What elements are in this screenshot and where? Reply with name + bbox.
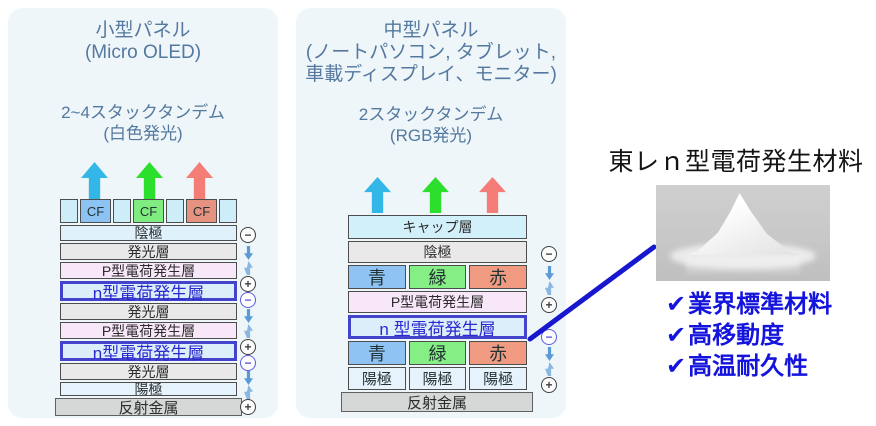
hole-up-arrow-icon <box>545 362 554 376</box>
material-title: 東レｎ型電荷発生材料 <box>608 148 864 176</box>
layer-emitting: 発光層 <box>60 243 237 260</box>
medium-panel-stack-info: 2スタックタンデム (RGB発光) <box>296 104 566 146</box>
green-emitter-cell: 緑 <box>408 265 467 289</box>
minus-charge-blue-icon: − <box>541 329 557 345</box>
feature-item: ✔ 業界標準材料 <box>666 289 832 320</box>
feature-item: ✔ 高温耐久性 <box>666 351 832 382</box>
red-emitter-cell: 赤 <box>469 341 528 365</box>
layer-p-cgl: P型電荷発生層 <box>348 291 527 313</box>
small-panel-title: 小型パネル <box>95 20 191 41</box>
feature-list: ✔ 業界標準材料 ✔ 高移動度 ✔ 高温耐久性 <box>666 289 832 382</box>
minus-charge-blue-icon: − <box>240 292 256 308</box>
check-icon: ✔ <box>666 322 687 349</box>
rgb-emitter-row: 青 緑 赤 <box>348 341 528 365</box>
medium-panel-header: 中型パネル (ノートパソコン, タブレット, 車載ディスプレイ、モニター) <box>296 20 566 86</box>
red-emitter-cell: 赤 <box>469 265 528 289</box>
small-panel-subtitle: (Micro OLED) <box>84 42 202 63</box>
minus-charge-icon: − <box>541 246 557 262</box>
layer-n-cgl: n 型電荷発生層 <box>348 315 527 339</box>
electron-down-arrow-icon <box>244 246 253 260</box>
cf-blue-cell: CF <box>80 199 111 223</box>
hole-up-arrow-icon <box>244 385 253 399</box>
medium-panel-subtitle-2: 車載ディスプレイ、モニター) <box>305 64 557 85</box>
layer-p-cgl: P型電荷発生層 <box>60 322 237 339</box>
hole-up-arrow-icon <box>244 324 253 338</box>
small-panel-stack-type: 2~4スタックタンデム <box>61 103 225 122</box>
rgb-emitter-row: 青 緑 赤 <box>348 265 528 289</box>
minus-charge-icon: − <box>240 227 256 243</box>
medium-panel-stack-type: 2スタックタンデム <box>358 105 504 124</box>
cf-green-cell: CF <box>133 199 164 223</box>
layer-cathode: 陰極 <box>60 225 237 241</box>
anode-cell: 陽極 <box>469 367 528 390</box>
layer-p-cgl: P型電荷発生層 <box>60 262 237 279</box>
anode-cell: 陽極 <box>408 367 467 390</box>
plus-charge-icon: + <box>240 339 256 355</box>
plus-charge-icon: + <box>541 297 557 313</box>
minus-charge-blue-icon: − <box>240 355 256 371</box>
layer-cap: キャップ層 <box>348 215 527 239</box>
cf-spacer <box>60 199 78 223</box>
electron-down-arrow-icon <box>545 347 554 361</box>
layer-cathode: 陰極 <box>348 241 527 263</box>
layer-n-cgl: n型電荷発生層 <box>60 341 237 363</box>
powder-photo <box>656 185 830 281</box>
anode-cell: 陽極 <box>348 367 406 390</box>
color-filter-row: CF CF CF <box>60 199 237 223</box>
layer-reflective-metal: 反射金属 <box>341 392 533 412</box>
small-panel-stack-info: 2~4スタックタンデム (白色発光) <box>8 102 278 144</box>
feature-label: 高温耐久性 <box>688 353 809 380</box>
feature-item: ✔ 高移動度 <box>666 320 832 351</box>
plus-charge-icon: + <box>240 399 256 415</box>
blue-emitter-cell: 青 <box>348 265 406 289</box>
check-icon: ✔ <box>666 353 687 380</box>
cf-spacer <box>113 199 131 223</box>
layer-emitting: 発光層 <box>60 303 237 320</box>
hole-up-arrow-icon <box>244 261 253 275</box>
layer-n-cgl: n型電荷発生層 <box>60 281 237 303</box>
feature-label: 高移動度 <box>688 322 785 349</box>
small-panel-header: 小型パネル (Micro OLED) <box>8 20 278 64</box>
layer-reflective-metal: 反射金属 <box>55 398 242 417</box>
cf-red-cell: CF <box>186 199 217 223</box>
green-emitter-cell: 緑 <box>408 341 467 365</box>
small-panel-emission: (白色発光) <box>103 124 183 143</box>
electron-down-arrow-icon <box>244 309 253 323</box>
plus-charge-icon: + <box>240 276 256 292</box>
layer-anode: 陽極 <box>60 381 237 397</box>
layer-emitting: 発光層 <box>60 363 237 380</box>
electron-down-arrow-icon <box>244 371 253 385</box>
medium-panel-subtitle-1: (ノートパソコン, タブレット, <box>305 42 557 63</box>
blue-emitter-cell: 青 <box>348 341 406 365</box>
plus-charge-icon: + <box>541 377 557 393</box>
cf-spacer <box>219 199 237 223</box>
anode-row: 陽極 陽極 陽極 <box>348 367 528 390</box>
medium-panel-title: 中型パネル <box>383 20 479 41</box>
check-icon: ✔ <box>666 291 687 318</box>
medium-panel-emission: (RGB発光) <box>389 126 473 145</box>
cf-spacer <box>166 199 184 223</box>
feature-label: 業界標準材料 <box>688 291 833 318</box>
powder-reflection <box>686 257 800 277</box>
